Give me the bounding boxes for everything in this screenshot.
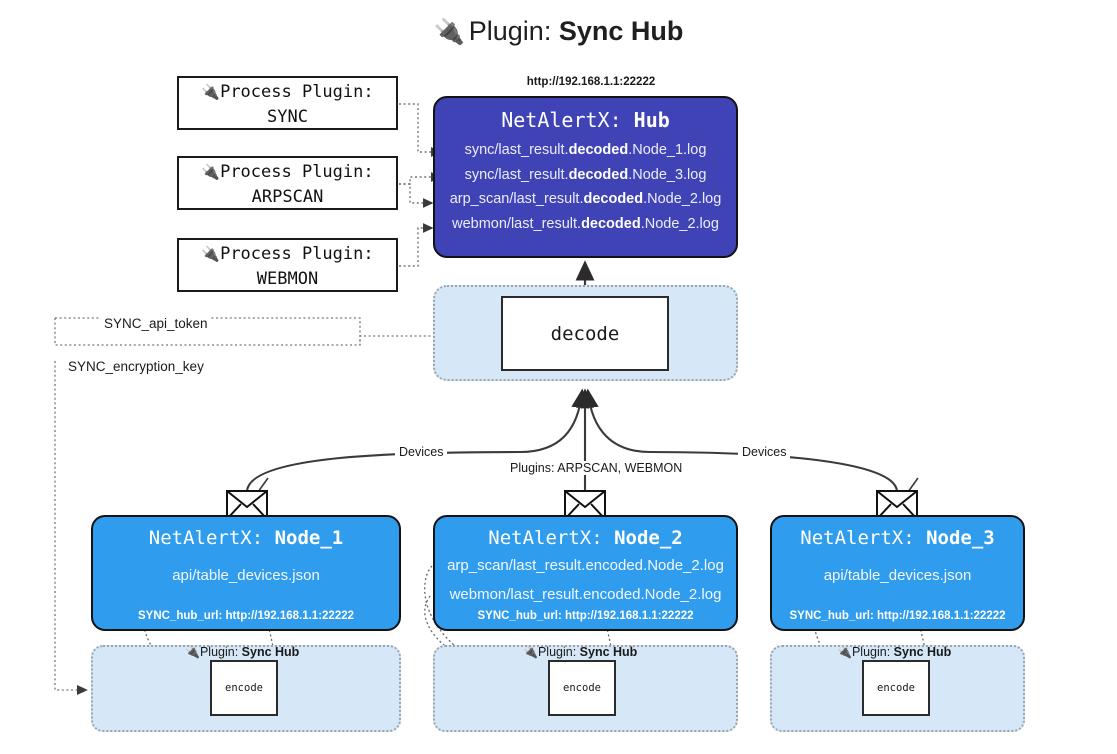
plug-icon: 🔌 xyxy=(837,645,852,659)
hub-log-line: sync/last_result.decoded.Node_1.log xyxy=(464,142,707,158)
plug-icon: 🔌 xyxy=(185,645,200,659)
hub-log-line: arp_scan/last_result.decoded.Node_2.log xyxy=(449,191,722,207)
encode-box-node-3[interactable]: encode xyxy=(862,660,930,716)
node-resource-line: webmon/last_result.encoded.Node_2.log xyxy=(449,586,722,603)
hub-log-list: sync/last_result.decoded.Node_1.log sync… xyxy=(435,138,736,236)
edge-label-plugins: Plugins: ARPSCAN, WEBMON xyxy=(506,461,687,475)
plug-icon: 🔌 xyxy=(433,18,465,46)
encode-box-node-2[interactable]: encode xyxy=(548,660,616,716)
process-plugin-label: Process Plugin: xyxy=(220,244,374,264)
process-plugin-box-webmon[interactable]: 🔌Process Plugin: WEBMON xyxy=(177,238,398,292)
node-hub-url: SYNC_hub_url: http://192.168.1.1:22222 xyxy=(137,610,355,622)
process-plugin-box-arpscan[interactable]: 🔌Process Plugin: ARPSCAN xyxy=(177,156,398,210)
hub-title-name: Hub xyxy=(633,108,670,132)
hub-log-line: sync/last_result.decoded.Node_3.log xyxy=(464,166,707,183)
process-plugin-name: SYNC xyxy=(267,107,308,127)
process-plugin-box-sync[interactable]: 🔌Process Plugin: SYNC xyxy=(177,76,398,130)
page-title: 🔌Plugin: Sync Hub xyxy=(0,16,1117,47)
edge-label-devices-right: Devices xyxy=(738,445,791,459)
process-plugin-name: ARPSCAN xyxy=(251,187,324,207)
node-box-node-1[interactable]: NetAlertX: Node_1 api/table_devices.json… xyxy=(91,515,401,631)
process-plugin-label: Process Plugin: xyxy=(220,82,374,102)
node-hub-url: SYNC_hub_url: http://192.168.1.1:22222 xyxy=(789,610,1006,622)
node-resource-line: api/table_devices.json xyxy=(823,567,972,584)
envelope-icon xyxy=(564,490,606,520)
sync-api-token-label: SYNC_api_token xyxy=(101,316,211,331)
process-plugin-label: Process Plugin: xyxy=(220,162,374,182)
process-plugin-name: WEBMON xyxy=(256,269,319,289)
edge-label-devices-left: Devices xyxy=(395,445,448,459)
node-hub-url: SYNC_hub_url: http://192.168.1.1:22222 xyxy=(477,610,694,622)
node-resource-line: api/table_devices.json xyxy=(172,567,320,584)
node-box-node-2[interactable]: NetAlertX: Node_2 arp_scan/last_result.e… xyxy=(433,515,738,631)
plugin-panel-label: 🔌Plugin: Sync Hub xyxy=(523,645,638,659)
node-title: NetAlertX: Node_3 xyxy=(800,527,995,549)
page-title-prefix: Plugin: xyxy=(468,16,559,46)
sync-encryption-key-label: SYNC_encryption_key xyxy=(65,359,207,374)
plug-icon: 🔌 xyxy=(201,83,221,101)
plug-icon: 🔌 xyxy=(201,163,221,181)
encode-box-node-1[interactable]: encode xyxy=(210,660,278,716)
plugin-panel-label: 🔌Plugin: Sync Hub xyxy=(837,645,952,659)
hub-log-line: webmon/last_result.decoded.Node_2.log xyxy=(452,215,719,232)
plugin-panel-label: 🔌Plugin: Sync Hub xyxy=(185,645,300,659)
hub-url-label: http://192.168.1.1:22222 xyxy=(526,76,656,88)
node-box-node-3[interactable]: NetAlertX: Node_3 api/table_devices.json… xyxy=(770,515,1025,631)
node-resource-line: arp_scan/last_result.encoded.Node_2.log xyxy=(447,557,724,574)
hub-title-prefix: NetAlertX: xyxy=(501,108,634,132)
hub-title: NetAlertX: Hub xyxy=(435,108,736,132)
hub-node-box[interactable]: NetAlertX: Hub sync/last_result.decoded.… xyxy=(433,96,738,258)
decode-box[interactable]: decode xyxy=(501,296,669,371)
plug-icon: 🔌 xyxy=(523,645,538,659)
node-title: NetAlertX: Node_1 xyxy=(148,527,344,549)
page-title-name: Sync Hub xyxy=(558,16,684,46)
node-title: NetAlertX: Node_2 xyxy=(488,527,683,549)
plug-icon: 🔌 xyxy=(201,245,221,263)
